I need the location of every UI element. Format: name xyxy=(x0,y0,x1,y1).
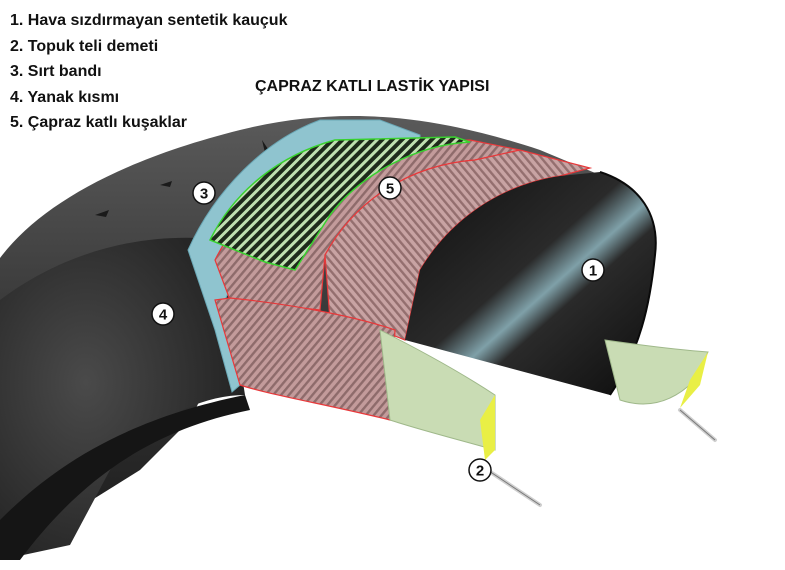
belt-green-layer xyxy=(208,136,471,271)
callout-2: 2 xyxy=(468,458,492,482)
callout-3-label: 3 xyxy=(200,186,208,203)
callout-1-label: 1 xyxy=(589,263,597,280)
callout-4-label: 4 xyxy=(159,307,168,324)
bead-filler-edge-left xyxy=(480,395,495,460)
legend-item: 3. Sırt bandı xyxy=(10,63,102,80)
bead-filler-right xyxy=(604,339,709,405)
legend-list: 1. Hava sızdırmayan sentetik kauçuk 2. T… xyxy=(10,8,287,136)
bead-filler-edge-right xyxy=(680,352,708,408)
diagram-title: ÇAPRAZ KATLI LASTİK YAPISI xyxy=(255,78,490,95)
tread-groove xyxy=(160,181,172,187)
callout-3: 3 xyxy=(192,181,216,205)
legend-item: 2. Topuk teli demeti xyxy=(10,37,159,55)
callout-5: 5 xyxy=(378,176,402,200)
callout-1: 1 xyxy=(581,258,605,282)
inner-liner-sheet xyxy=(405,172,656,395)
legend-item: 5. Çapraz katlı kuşaklar xyxy=(10,114,187,131)
legend-item: 1. Hava sızdırmayan sentetik kauçuk xyxy=(10,12,288,29)
legend-item: 4. Yanak kısmı xyxy=(10,88,120,106)
callout-5-label: 5 xyxy=(386,181,394,198)
tread-groove xyxy=(95,210,109,217)
callout-2-label: 2 xyxy=(476,463,484,480)
bead-wire-right-outline xyxy=(679,409,716,441)
callout-4: 4 xyxy=(151,302,175,326)
tire-lower-edge xyxy=(0,395,250,560)
